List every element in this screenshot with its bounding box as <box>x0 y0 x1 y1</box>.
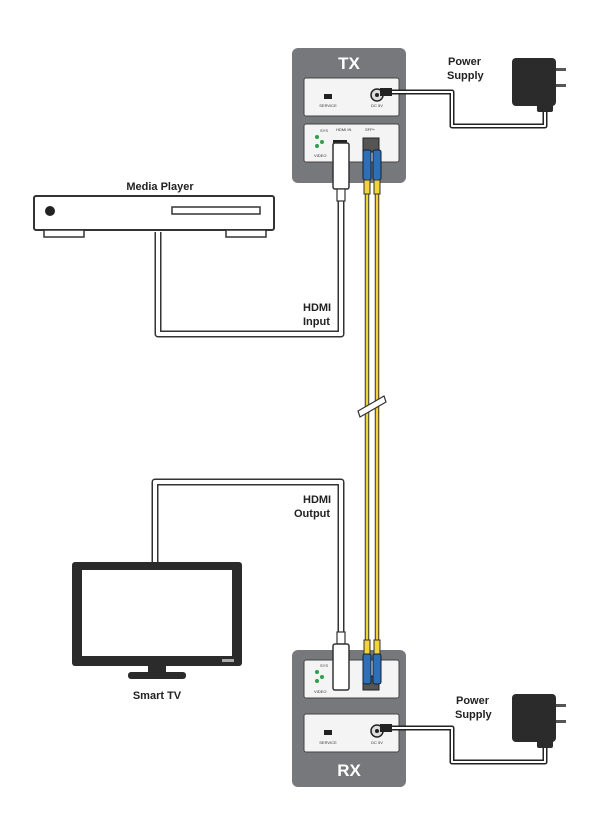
tx-dc-label: DC 5V <box>371 103 383 108</box>
hdmi-output-label-line1: HDMI <box>303 494 331 506</box>
power-supply-top-label-line2: Supply <box>447 70 485 82</box>
rx-fiber-boot-right <box>373 639 381 655</box>
tx-hdmi-plug <box>332 142 350 190</box>
power-supply-bottom-label-line2: Supply <box>455 709 493 721</box>
hdmi-output-label-line2: Output <box>294 508 330 520</box>
hdmi-input-label-line1: HDMI <box>303 302 331 314</box>
fiber-break-marker <box>357 395 387 418</box>
tx-fiber-boot-right <box>373 179 381 195</box>
tx-sfp-label: SFP+ <box>365 127 376 132</box>
hdmi-output-cable-core <box>153 480 343 634</box>
tx-dc-jack-pin <box>375 93 379 97</box>
power-plug-top <box>380 88 392 96</box>
power-supply-bottom: Power Supply <box>380 694 566 765</box>
rx-led-3 <box>320 675 324 679</box>
hdmi-input-cable-core <box>156 200 343 336</box>
power-supply-bottom-label-line1: Power <box>456 695 490 707</box>
power-adapter-top-base <box>537 100 553 112</box>
power-cable-bottom-core <box>386 727 546 763</box>
power-supply-top-label-line1: Power <box>448 56 482 68</box>
tx-service-label: SERVICE <box>319 103 337 108</box>
fiber-cable <box>357 149 387 685</box>
rx-dc-jack-pin <box>375 729 379 733</box>
tx-hdmi-plug-strain <box>336 188 346 202</box>
power-adapter-top-prong-2 <box>556 84 566 87</box>
power-adapter-bottom-base <box>537 736 553 748</box>
tx-service-port <box>324 94 332 99</box>
rx-power-panel <box>303 713 400 753</box>
tx-fiber-connector-right <box>372 149 382 181</box>
smart-tv-indicator <box>222 659 234 662</box>
power-adapter-bottom-body <box>512 694 556 742</box>
rx-fiber-boot-left <box>363 639 371 655</box>
tx-video-led <box>315 144 319 148</box>
rx-video-led <box>315 679 319 683</box>
tx-fiber-boot-left <box>363 179 371 195</box>
rx-sys-led <box>315 670 319 674</box>
media-player-power-button <box>45 206 55 216</box>
tx-video-label: VIDEO <box>314 153 326 158</box>
media-player-foot-right <box>225 229 267 238</box>
smart-tv-neck <box>148 666 166 674</box>
tx-power-panel <box>303 77 400 117</box>
rx-fiber-connector-left <box>362 653 372 685</box>
hdmi-input-label-line2: Input <box>303 316 330 328</box>
tx-fiber-connector-left <box>362 149 372 181</box>
rx-hdmi-plug-strain <box>336 631 346 645</box>
media-player: Media Player <box>33 181 275 238</box>
power-cable-top-core <box>386 91 546 127</box>
rx-service-port <box>324 730 332 735</box>
rx-title: RX <box>337 761 361 780</box>
power-supply-top: Power Supply <box>380 56 566 129</box>
rx-dc-label: DC 5V <box>371 740 383 745</box>
tx-title: TX <box>338 54 360 73</box>
rx-video-label: VIDEO <box>314 689 326 694</box>
power-adapter-top-body <box>512 58 556 106</box>
media-player-label: Media Player <box>126 181 194 193</box>
hdmi-output-cable <box>151 478 350 691</box>
media-player-foot-left <box>43 229 85 238</box>
power-adapter-top-prong-1 <box>556 68 566 71</box>
smart-tv: Smart TV <box>72 562 242 702</box>
tx-hdmi-label: HDMI IN <box>336 127 351 132</box>
rx-fiber-connector-right <box>372 653 382 685</box>
smart-tv-stand <box>128 672 186 679</box>
tx-sys-label: SYS <box>320 128 328 133</box>
tx-led-3 <box>320 140 324 144</box>
rx-hdmi-plug <box>332 643 350 691</box>
rx-sys-label: SYS <box>320 663 328 668</box>
power-adapter-bottom-prong-2 <box>556 720 566 723</box>
media-player-body <box>33 195 275 231</box>
hdmi-input-cable <box>154 142 350 338</box>
smart-tv-label: Smart TV <box>133 690 182 702</box>
power-plug-bottom <box>380 724 392 732</box>
rx-service-label: SERVICE <box>319 740 337 745</box>
media-player-disc-tray <box>171 206 261 215</box>
tx-sys-led <box>315 135 319 139</box>
power-adapter-bottom-prong-1 <box>556 704 566 707</box>
smart-tv-screen <box>82 570 232 656</box>
